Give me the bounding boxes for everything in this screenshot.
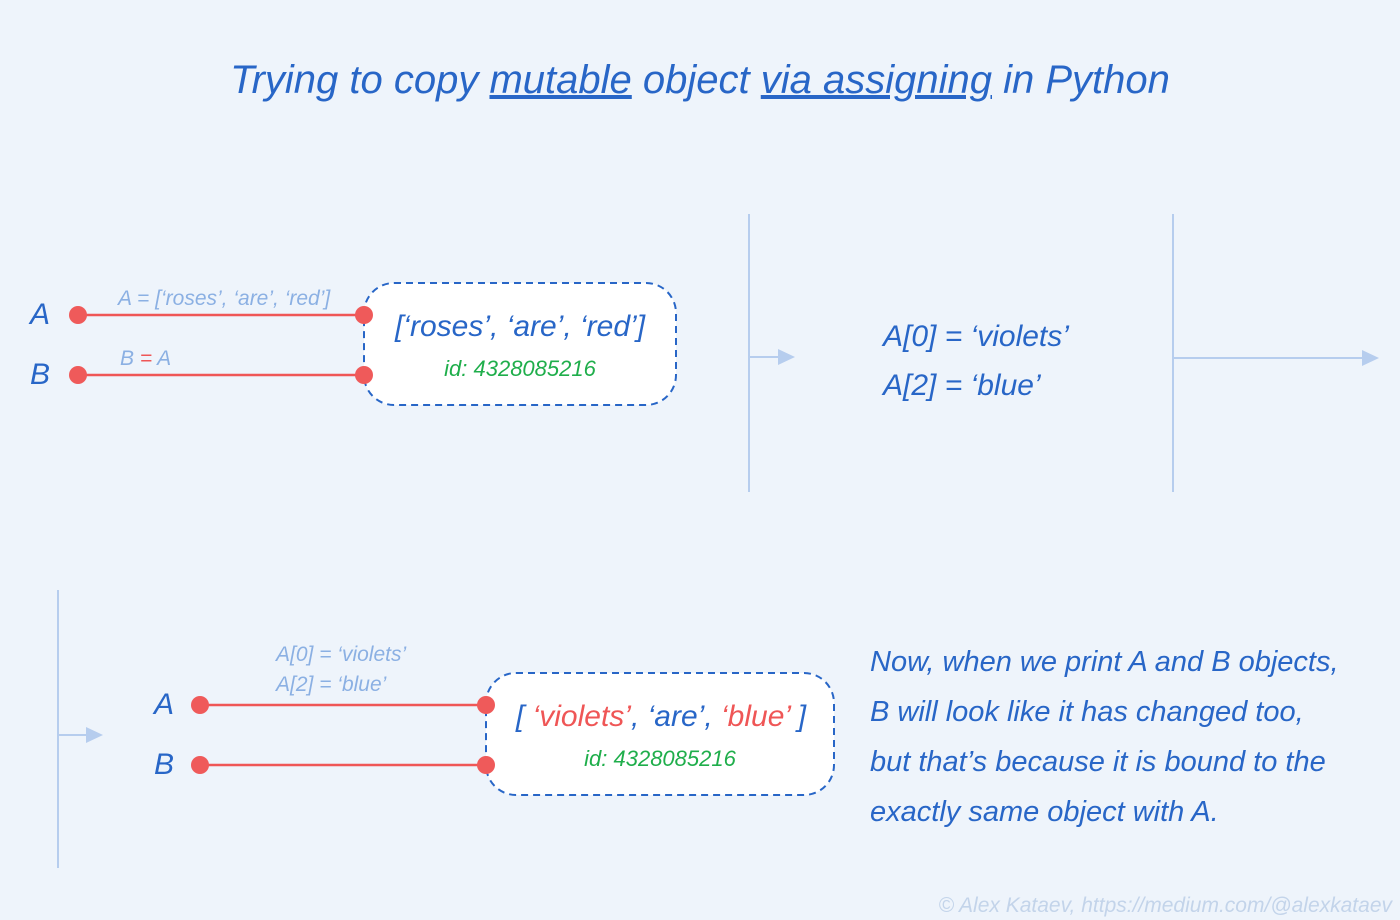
step2-object-box [485,672,835,796]
step2-dot-a-start [191,696,209,714]
step2-object-close: ] [789,700,806,733]
step2-label-line-1: A[0] = ‘violets’ [274,643,406,666]
title-part-3: object [632,58,761,102]
step1-dot-a-start [69,306,87,324]
divider-2-arrow-head [1362,350,1379,366]
title-part-mutable: mutable [489,58,631,102]
step2-object-blue: ‘blue’ [721,700,792,733]
step1-object-value: [‘roses’, ‘are’, ‘red’] [394,310,646,343]
step2-var-b: B [154,748,174,781]
note-line-2: B will look like it has changed too, [870,696,1304,728]
step1-group: A B A = [‘roses’, ‘are’, ‘red’] B = A [‘… [28,282,677,406]
step1-dot-b-end [355,366,373,384]
operation-line-2: A[2] = ‘blue’ [881,369,1042,402]
step2-object-are: , ‘are’, [631,700,721,733]
step1-var-b: B [30,358,50,391]
step2-group: A B A[0] = ‘violets’ A[2] = ‘blue’ [ ‘vi… [152,643,835,796]
credit-text: © Alex Kataev, https://medium.com/@alexk… [939,894,1394,917]
diagram-title: Trying to copy mutable object via assign… [230,58,1170,102]
note-line-1: Now, when we print A and B objects, [870,646,1339,678]
step1-dot-b-start [69,366,87,384]
title-part-5: in Python [992,58,1170,102]
step1-object-box [363,282,677,406]
step1-label-b: B = A [120,347,171,370]
step2-object-violets: ‘violets’ [533,700,633,733]
title-part-via-assigning: via assigning [761,58,992,102]
step2-object-value: [ ‘violets’, ‘are’, ‘blue’ ] [515,700,807,733]
step1-var-a: A [28,298,50,331]
step1-label-b-equals: = [140,347,152,370]
step2-dot-a-end [477,696,495,714]
step1-object-id: id: 4328085216 [444,356,596,381]
step2-label-line-2: A[2] = ‘blue’ [274,673,387,696]
step2-dot-b-end [477,756,495,774]
step2-object-open: [ [515,700,533,733]
title-part-1: Trying to copy [230,58,489,102]
note-line-4: exactly same object with A. [870,796,1219,828]
step2-dot-b-start [191,756,209,774]
divider-1-arrow-head [778,349,795,365]
explanation-note: Now, when we print A and B objects, B wi… [870,646,1339,828]
divider-3-arrow-head [86,727,103,743]
operation-line-1: A[0] = ‘violets’ [881,320,1070,353]
step1-label-a: A = [‘roses’, ‘are’, ‘red’] [116,287,331,310]
step1-label-b-right: A [152,347,171,370]
step1-dot-a-end [355,306,373,324]
step2-object-id: id: 4328085216 [584,746,736,771]
step1-label-b-left: B [120,347,140,370]
step2-var-a: A [152,688,174,721]
note-line-3: but that’s because it is bound to the [870,746,1326,778]
